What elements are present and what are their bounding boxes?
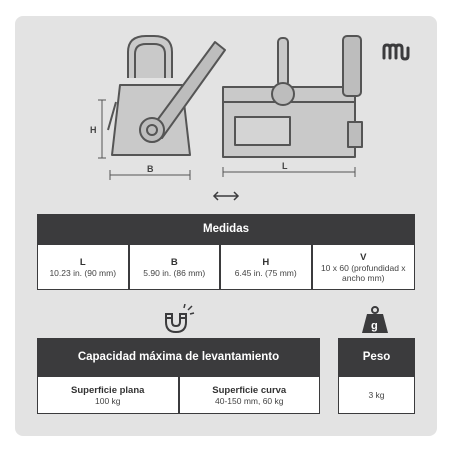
- dimensions-header: Medidas: [37, 214, 415, 244]
- dimension-value: 10.23 in. (90 mm): [49, 267, 117, 278]
- dimension-key: B: [170, 256, 178, 268]
- weight-value: 3 kg: [368, 390, 385, 400]
- curved-surface-value: 40-150 mm, 60 kg: [214, 395, 284, 406]
- width-dimension-label: B: [147, 164, 154, 174]
- side-view-drawing: H B: [90, 35, 226, 180]
- capacity-cell-curved: Superficie curva 40-150 mm, 60 kg: [178, 376, 320, 414]
- dimension-cell-l: L 10.23 in. (90 mm): [37, 244, 129, 290]
- magnet-icon: [165, 304, 195, 334]
- dimension-cell-b: B 5.90 in. (86 mm): [128, 244, 220, 290]
- dimension-cell-h: H 6.45 in. (75 mm): [220, 244, 312, 290]
- dimension-value: 10 x 60 (profundidad x ancho mm): [320, 262, 406, 283]
- dimension-value: 5.90 in. (86 mm): [143, 267, 206, 278]
- height-dimension-label: H: [90, 125, 97, 135]
- dimensions-title: Medidas: [202, 223, 249, 235]
- capacity-cell-flat: Superficie plana 100 kg: [37, 376, 179, 414]
- dimension-key: H: [262, 256, 270, 268]
- flat-surface-value: 100 kg: [94, 395, 121, 406]
- dimension-key: L: [79, 256, 86, 268]
- weight-icon-label: g: [371, 320, 378, 332]
- weight-cell: 3 kg: [338, 376, 415, 414]
- capacity-row: Superficie plana 100 kg Superficie curva…: [37, 376, 320, 414]
- dimensions-row: L 10.23 in. (90 mm) B 5.90 in. (86 mm) H…: [37, 244, 415, 290]
- double-arrow-icon: [212, 191, 240, 201]
- curved-surface-label: Superficie curva: [212, 384, 287, 396]
- length-dimension-label: L: [282, 161, 288, 171]
- weight-icon: g: [362, 306, 388, 333]
- dimension-key: V: [360, 251, 367, 263]
- capacity-header: Capacidad máxima de levantamiento: [37, 338, 320, 376]
- front-view-drawing: L: [222, 35, 363, 177]
- flat-surface-label: Superficie plana: [71, 384, 145, 396]
- dimension-cell-v: V 10 x 60 (profundidad x ancho mm): [311, 244, 415, 290]
- weight-title: Peso: [362, 351, 391, 363]
- weight-header: Peso: [338, 338, 415, 376]
- capacity-title: Capacidad máxima de levantamiento: [77, 351, 280, 363]
- dimension-value: 6.45 in. (75 mm): [234, 267, 297, 278]
- brand-logo-icon: [382, 43, 410, 61]
